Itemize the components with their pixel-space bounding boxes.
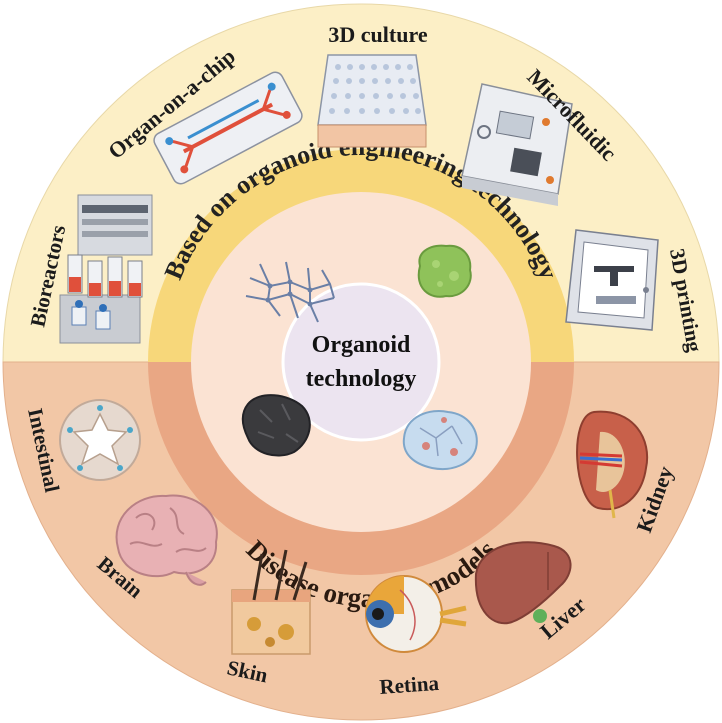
blue-cell-cluster-icon xyxy=(402,410,478,470)
well-plate-icon xyxy=(317,54,427,148)
liver-icon xyxy=(474,541,572,625)
bioreactor-icon xyxy=(59,194,153,344)
label-retina: Retina xyxy=(379,671,441,699)
dark-tissue-icon xyxy=(241,394,311,457)
3d-printer-icon xyxy=(565,229,659,331)
microfluidic-device-icon xyxy=(461,83,573,206)
organ-chip-icon xyxy=(153,71,303,185)
intestine-icon xyxy=(59,399,141,481)
center-circle xyxy=(281,282,441,442)
kidney-icon xyxy=(576,410,649,519)
fiber-network-icon xyxy=(245,261,335,323)
center-title-line1: Organoid xyxy=(312,332,411,358)
green-spheroid-icon xyxy=(417,244,472,298)
eye-icon xyxy=(365,575,467,653)
label-3d-culture: 3D culture xyxy=(328,22,427,47)
brain-icon xyxy=(115,494,218,586)
skin-icon xyxy=(231,549,311,655)
center-title-line2: technology xyxy=(306,366,417,392)
